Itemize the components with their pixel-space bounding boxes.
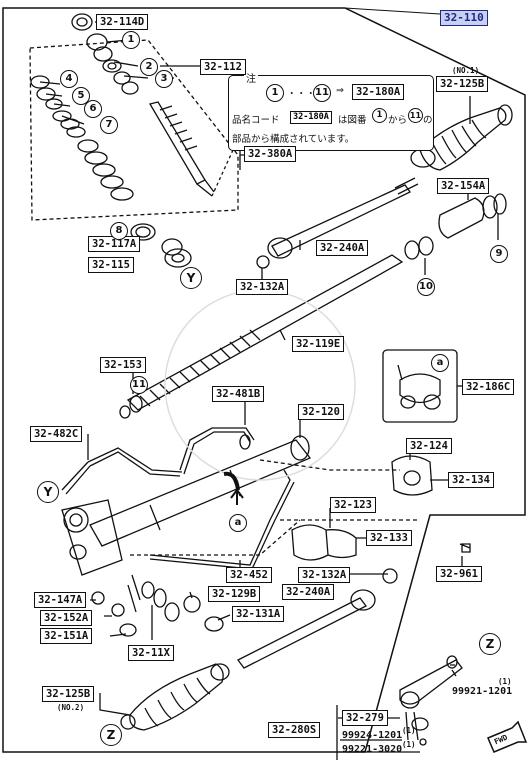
note-line2-to: 11 [408, 108, 423, 123]
arrow-up [230, 488, 244, 505]
callout-5: 5 [72, 87, 90, 105]
label-32-125b-upper: 32-125B [436, 76, 489, 92]
label-32-279: 32-279 [342, 710, 388, 726]
clamp-upper [391, 455, 433, 496]
note-line2-code: 32-180A [290, 111, 332, 124]
callout-10: 10 [417, 278, 435, 296]
rack-bar [126, 254, 404, 411]
callout-4: 4 [60, 70, 78, 88]
label-32-152a: 32-152A [40, 610, 93, 626]
ref-a-detail: a [431, 354, 449, 372]
watermark [164, 289, 356, 481]
main-assembly-code: 32-110 [440, 10, 488, 26]
note-range-code: 32-180A [352, 84, 405, 100]
ref-y-lower: Y [37, 481, 59, 503]
label-32-280s: 32-280S [268, 722, 321, 738]
label-32-961: 32-961 [436, 566, 482, 582]
pipe-481b [179, 427, 255, 471]
label-32-147a: 32-147A [34, 592, 87, 608]
note-line2-prefix: 品名コード [232, 115, 280, 126]
label-32-380a: 32-380A [244, 146, 297, 162]
tie-rod-end [399, 659, 463, 705]
callout-1: 1 [122, 31, 140, 49]
pipe-452 [149, 469, 291, 566]
cylinder-end [438, 197, 485, 239]
note-range-from: 1 [266, 84, 284, 102]
label-32-186c: 32-186C [462, 379, 515, 395]
no1-text: (NO.1) [452, 66, 480, 75]
label-32-153: 32-153 [100, 357, 146, 373]
ref-z-upper: Z [479, 633, 501, 655]
callout-8: 8 [110, 222, 128, 240]
qty-a: (1) [498, 677, 512, 686]
qty-b: (1) [402, 726, 416, 735]
label-32-112: 32-112 [200, 59, 246, 75]
part-99924-1201: 99924-1201 [342, 730, 403, 741]
note-line2-mid: は図番 [338, 115, 367, 126]
label-32-240a-upper: 32-240A [316, 240, 369, 256]
label-32-482c: 32-482C [30, 426, 83, 442]
pinion-shaft [148, 101, 206, 185]
assembly-frame [2, 7, 526, 753]
rack-housing [89, 439, 312, 547]
label-32-114d: 32-114D [96, 14, 149, 30]
label-32-125b-lower: 32-125B [42, 686, 95, 702]
label-32-124: 32-124 [406, 438, 452, 454]
pipe-482c [87, 447, 183, 473]
note-line2-from: 1 [372, 108, 387, 123]
label-32-133: 32-133 [366, 530, 412, 546]
ref-y-upper: Y [180, 267, 202, 289]
tie-rod-lower [237, 597, 367, 669]
label-32-131a: 32-131A [232, 606, 285, 622]
callout-3: 3 [155, 70, 173, 88]
label-32-129b: 32-129B [208, 586, 261, 602]
label-32-151a: 32-151A [40, 628, 93, 644]
note-arrow: ⇒ [336, 85, 344, 96]
note-header: 注 [244, 70, 258, 85]
boot-no2 [129, 663, 224, 731]
label-32-123: 32-123 [330, 497, 376, 513]
bush-lower [291, 524, 329, 561]
part-99221-3020: 99221-3020 [342, 744, 403, 755]
note-line2-link: から [388, 115, 408, 126]
note-range-to: 11 [313, 84, 331, 102]
note-line3: 部品から構成されています。 [232, 134, 355, 145]
label-32-115: 32-115 [88, 257, 134, 273]
label-32-452: 32-452 [226, 567, 272, 583]
note-range-sep: ・・・ [287, 89, 316, 100]
callout-6: 6 [84, 100, 102, 118]
label-32-11x: 32-11X [128, 645, 174, 661]
callout-11: 11 [130, 376, 148, 394]
label-32-119e: 32-119E [292, 336, 345, 352]
label-32-134: 32-134 [448, 472, 494, 488]
black-curve [223, 471, 240, 491]
note-line2-suffix: の [423, 115, 433, 126]
label-32-117a: 32-117A [88, 236, 141, 252]
label-32-132a-lower: 32-132A [298, 567, 351, 583]
ref-a-housing: a [229, 514, 247, 532]
callout-2: 2 [140, 58, 158, 76]
no2-text: (NO.2) [57, 703, 85, 712]
boot-no1 [419, 107, 507, 171]
label-32-481b: 32-481B [212, 386, 265, 402]
callout-7: 7 [100, 116, 118, 134]
label-32-132a-upper: 32-132A [236, 279, 289, 295]
callout-9: 9 [490, 245, 508, 263]
label-32-154a: 32-154A [437, 178, 490, 194]
label-32-240a-lower: 32-240A [282, 584, 335, 600]
qty-c: (1) [402, 740, 416, 749]
ref-z-lower: Z [100, 724, 122, 746]
tie-rod-upper [271, 184, 411, 257]
label-32-120: 32-120 [298, 404, 344, 420]
fwd-arrow-shape [487, 720, 528, 753]
valve-body [61, 499, 123, 576]
part-99921-1201: 99921-1201 [452, 686, 513, 697]
